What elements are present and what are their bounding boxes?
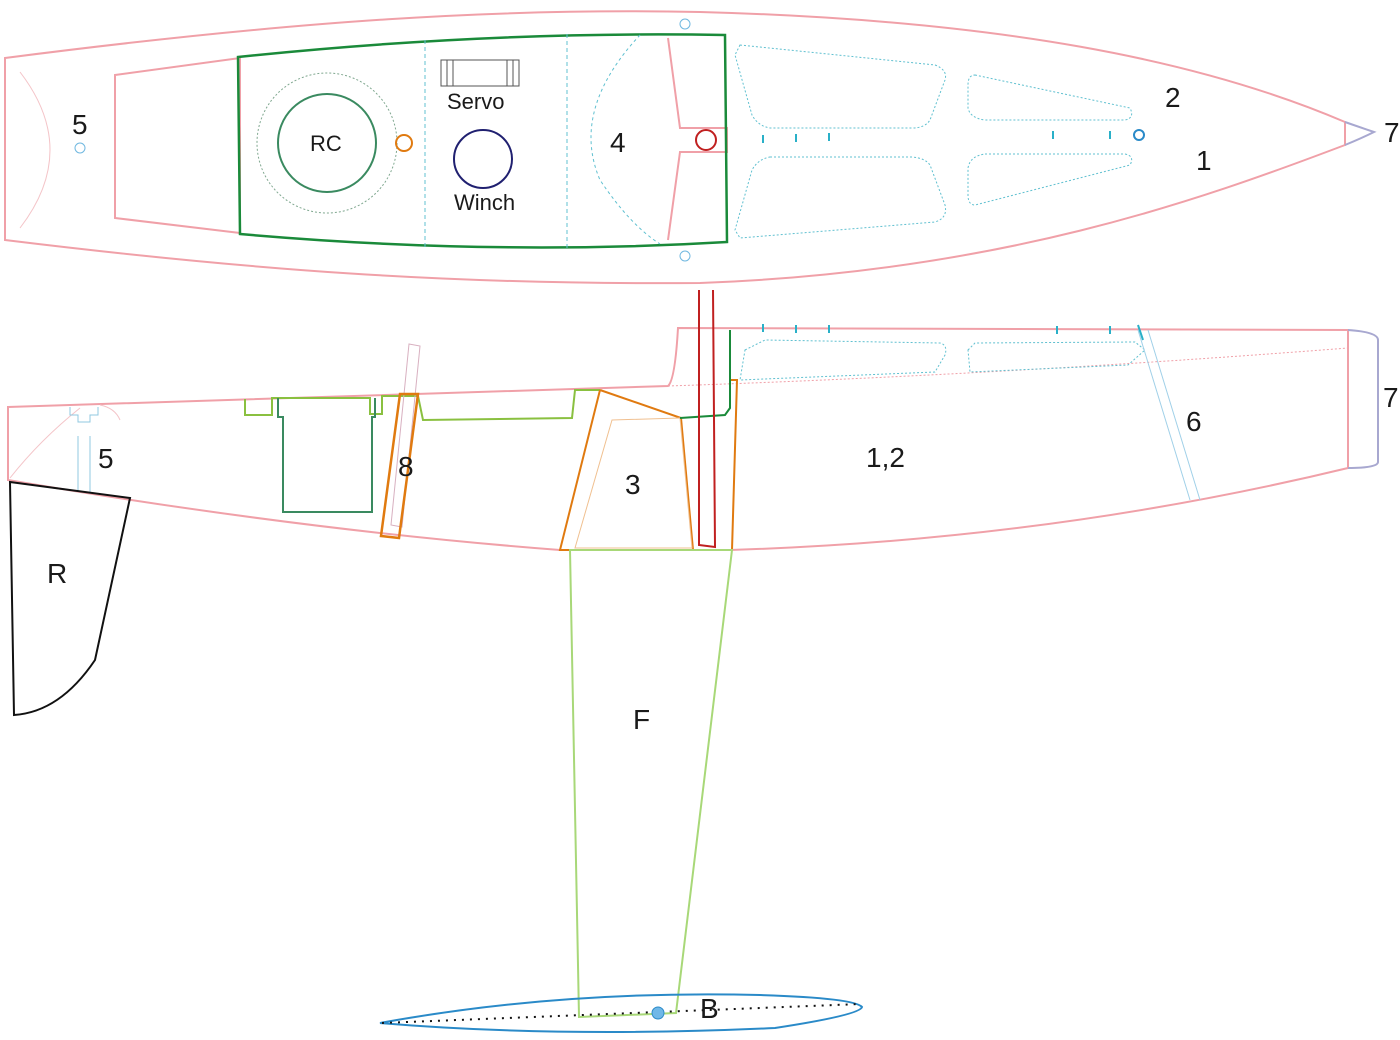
side-label-5: 5	[98, 443, 114, 474]
side-transom-piece	[1347, 329, 1379, 469]
side-keel-inner	[574, 417, 693, 549]
side-keel-box	[558, 379, 739, 551]
bulb-label: B	[700, 993, 719, 1024]
top-label-2: 2	[1165, 82, 1181, 113]
side-label-12: 1,2	[866, 442, 905, 473]
rc-orange-marker	[395, 134, 413, 152]
top-stern-hole	[1133, 129, 1145, 141]
winch-drum	[453, 129, 513, 189]
ballast-bulb	[379, 993, 864, 1033]
rudder	[8, 480, 132, 717]
top-aft-cutout-upper-1	[734, 44, 946, 129]
mast-step-marker	[695, 129, 717, 151]
side-bow-arc	[99, 404, 121, 421]
side-aft-cutout-2	[967, 341, 1146, 373]
top-view: 5 2 1 7 4 RC Servo Winch	[4, 10, 1400, 285]
side-hull-outline	[7, 326, 1349, 551]
fin-keel	[568, 549, 734, 1019]
side-label-3: 3	[625, 469, 641, 500]
shroud-hole-top	[679, 18, 691, 30]
top-label-1: 1	[1196, 145, 1212, 176]
side-part-6-tip	[1137, 324, 1144, 341]
rc-unit-circle	[277, 93, 377, 193]
side-label-7: 7	[1383, 382, 1399, 413]
side-bow-fitting	[69, 407, 99, 492]
top-aft-cutout-upper-2	[967, 74, 1133, 121]
bulb-bolt-marker	[651, 1006, 665, 1020]
shroud-hole-bottom	[679, 250, 691, 262]
fin-label: F	[633, 704, 650, 735]
rc-label: RC	[310, 131, 342, 156]
side-part-8-frame	[379, 392, 420, 540]
top-hatch-outline	[236, 33, 729, 249]
servo-label: Servo	[447, 89, 504, 114]
side-hatch-edge	[679, 330, 731, 419]
top-bow-hole	[74, 142, 86, 154]
servo-body	[440, 59, 520, 87]
side-aft-cutout-1	[739, 339, 947, 381]
side-rc-box	[277, 398, 376, 513]
side-sheer-line	[667, 347, 1349, 387]
winch-label: Winch	[454, 190, 515, 215]
side-view: 5 8 3 1,2 6 7 R F B	[7, 289, 1399, 1033]
top-label-4: 4	[610, 127, 626, 158]
top-aft-cutout-lower-1	[734, 156, 946, 239]
side-label-8: 8	[398, 451, 414, 482]
side-bow-curve	[9, 407, 81, 479]
top-aft-cutout-lower-2	[967, 153, 1133, 206]
top-deck-opening	[114, 37, 728, 241]
side-deck-line	[244, 389, 600, 422]
top-part-4-bulkhead	[590, 34, 661, 245]
side-part-8-post	[390, 343, 421, 528]
top-bow-curve	[19, 71, 51, 229]
mast-tube	[698, 289, 717, 549]
top-hull-outline	[4, 10, 1346, 285]
rudder-label: R	[47, 558, 67, 589]
top-label-7: 7	[1384, 117, 1400, 148]
side-label-6: 6	[1186, 406, 1202, 437]
top-transom-piece	[1344, 121, 1377, 146]
side-part-6-brace	[1137, 329, 1201, 501]
side-tick-marks	[762, 324, 1111, 334]
bulb-centerline	[381, 1003, 861, 1024]
top-label-5: 5	[72, 109, 88, 140]
top-tick-marks	[762, 131, 1111, 143]
